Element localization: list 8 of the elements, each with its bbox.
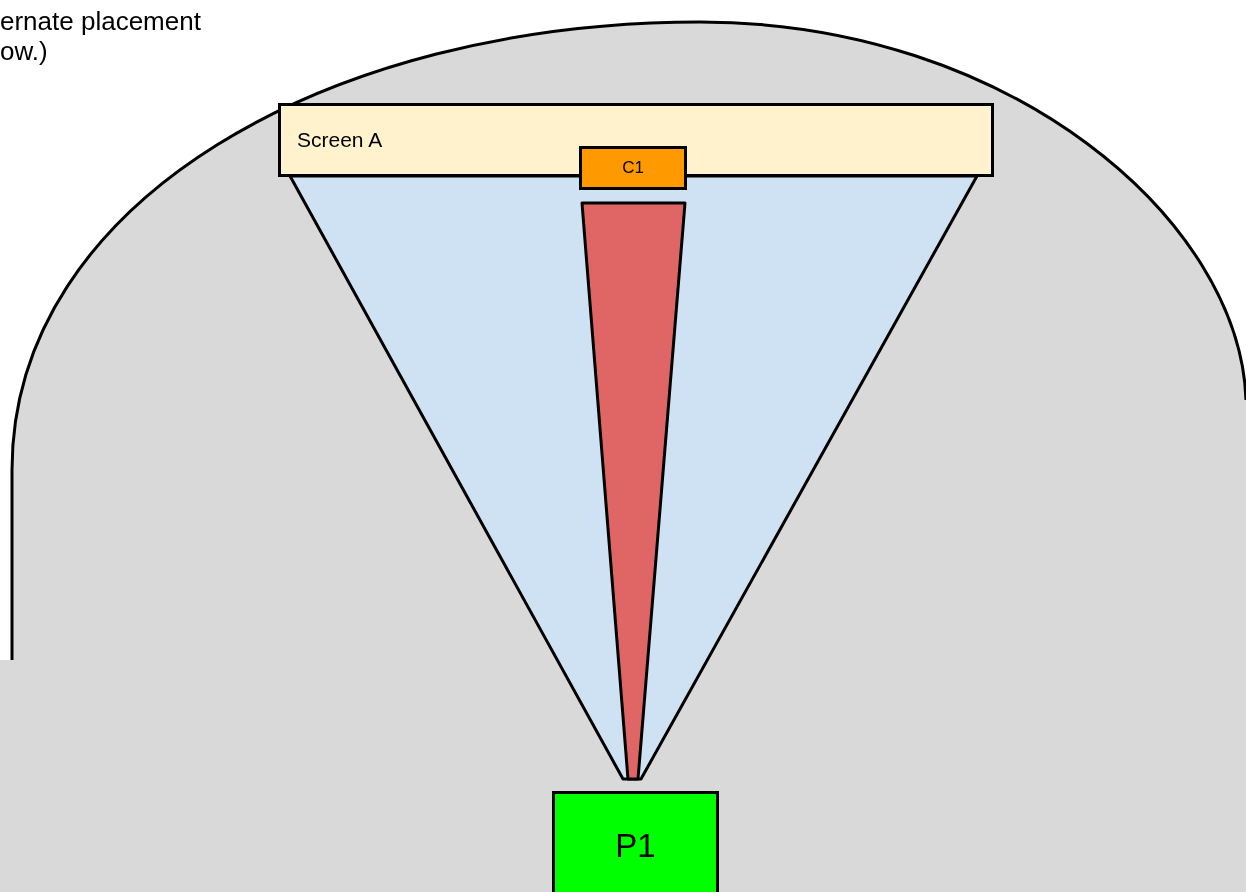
node-label: Screen A bbox=[297, 128, 383, 152]
node-label: C1 bbox=[622, 158, 644, 178]
player-box bbox=[552, 791, 719, 892]
node-label: P1 bbox=[615, 827, 656, 865]
camera-box bbox=[579, 146, 687, 190]
screen-box bbox=[278, 103, 994, 177]
note-text: ernate placement bbox=[0, 8, 201, 34]
note-text: ow.) bbox=[0, 38, 48, 64]
